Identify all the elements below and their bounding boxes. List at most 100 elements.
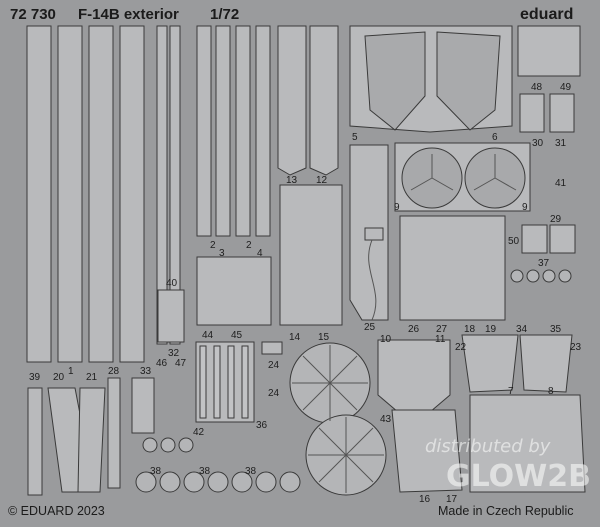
label-1: 1 [68, 366, 74, 377]
part-33 [131, 377, 155, 434]
part-7-8 [469, 394, 586, 493]
label-38c: 38 [245, 466, 257, 477]
part-tall-b [169, 25, 181, 345]
label-44: 44 [202, 330, 214, 341]
part-50a [521, 224, 548, 254]
label-8: 8 [548, 386, 554, 397]
label-5: 5 [352, 132, 358, 143]
label-2a: 2 [210, 240, 216, 251]
watermark-line2: GLOW2B [446, 459, 591, 494]
label-14: 14 [289, 332, 301, 343]
watermark-line1: distributed by [425, 436, 551, 457]
part-25-clip [364, 227, 384, 241]
label-6: 6 [492, 132, 498, 143]
label-36: 36 [256, 420, 268, 431]
label-31: 31 [555, 138, 567, 149]
part-2-strip [196, 25, 212, 237]
part-26-19-frame [399, 215, 506, 321]
distributor-watermark: distributed by GLOW2B [425, 436, 591, 494]
label-11: 11 [435, 334, 446, 345]
label-24b: 24 [268, 388, 280, 399]
part-50b [549, 224, 576, 254]
part-38-ring-a [135, 471, 157, 493]
label-26: 26 [408, 324, 420, 335]
part-38-ring-b [159, 471, 181, 493]
part-40 [157, 289, 185, 343]
label-7: 7 [508, 386, 514, 397]
part-1-strip-c [88, 25, 114, 363]
part-3-4-frame [196, 256, 272, 326]
label-9b: 9 [522, 202, 528, 213]
label-33: 33 [140, 366, 152, 377]
label-40: 40 [166, 278, 178, 289]
label-23: 23 [570, 342, 582, 353]
part-number-labels: 1 2 2 3 4 5 6 7 8 9 9 10 11 12 13 14 15 … [29, 82, 582, 505]
part-door-right [309, 25, 339, 176]
part-14 [261, 341, 283, 355]
part-canopy-left [364, 31, 426, 131]
label-17: 17 [446, 494, 458, 505]
label-18: 18 [464, 324, 476, 335]
part-4-strip [255, 25, 271, 237]
label-29: 29 [550, 214, 562, 225]
part-42-ring-c [178, 437, 194, 453]
label-48: 48 [531, 82, 543, 93]
label-13: 13 [286, 175, 298, 186]
part-10-11 [377, 339, 451, 413]
label-27: 27 [436, 324, 448, 335]
label-9a: 9 [394, 202, 400, 213]
label-37: 37 [538, 258, 550, 269]
copyright-text: © EDUARD 2023 [8, 504, 105, 518]
part-1-strip-b [57, 25, 83, 363]
label-25: 25 [364, 322, 376, 333]
label-49: 49 [560, 82, 572, 93]
label-2b: 2 [246, 240, 252, 251]
part-38-ring-c [183, 471, 205, 493]
label-28: 28 [108, 366, 120, 377]
label-22: 22 [455, 342, 467, 353]
label-42: 42 [193, 427, 205, 438]
part-21 [77, 387, 106, 493]
label-12: 12 [316, 175, 328, 186]
part-16-17 [391, 409, 463, 493]
part-38-ring-g [279, 471, 301, 493]
part-tall-a [156, 25, 168, 345]
label-46: 46 [156, 358, 168, 369]
part-37-ring-c [542, 269, 556, 283]
part-38-ring-e [231, 471, 253, 493]
part-28 [107, 377, 121, 489]
part-door-left [277, 25, 307, 176]
label-10: 10 [380, 334, 392, 345]
part-12-13-frame [279, 184, 343, 326]
part-22 [461, 334, 519, 393]
brand-logo: eduard [520, 6, 574, 23]
label-32: 32 [168, 348, 180, 359]
part-canopy-right [436, 31, 501, 131]
catalog-number: 72 730 [10, 6, 56, 23]
label-30: 30 [532, 138, 544, 149]
part-2b-strip [235, 25, 251, 237]
label-35: 35 [550, 324, 562, 335]
part-38-ring-d [207, 471, 229, 493]
part-37-ring-d [558, 269, 572, 283]
part-1-strip-d [119, 25, 145, 363]
part-37-ring-a [510, 269, 524, 283]
label-34: 34 [516, 324, 528, 335]
label-41: 41 [555, 178, 567, 189]
part-42-ring-a [142, 437, 158, 453]
label-4: 4 [257, 248, 263, 259]
label-16: 16 [419, 494, 431, 505]
label-43: 43 [380, 414, 392, 425]
part-23 [519, 334, 573, 393]
label-20: 20 [53, 372, 65, 383]
label-38a: 38 [150, 466, 162, 477]
fret-title: F-14B exterior [78, 6, 179, 23]
label-15: 15 [318, 332, 330, 343]
label-50: 50 [508, 236, 520, 247]
part-1-strip-a [26, 25, 52, 363]
part-42-ring-b [160, 437, 176, 453]
label-21: 21 [86, 372, 98, 383]
label-3: 3 [219, 248, 225, 259]
